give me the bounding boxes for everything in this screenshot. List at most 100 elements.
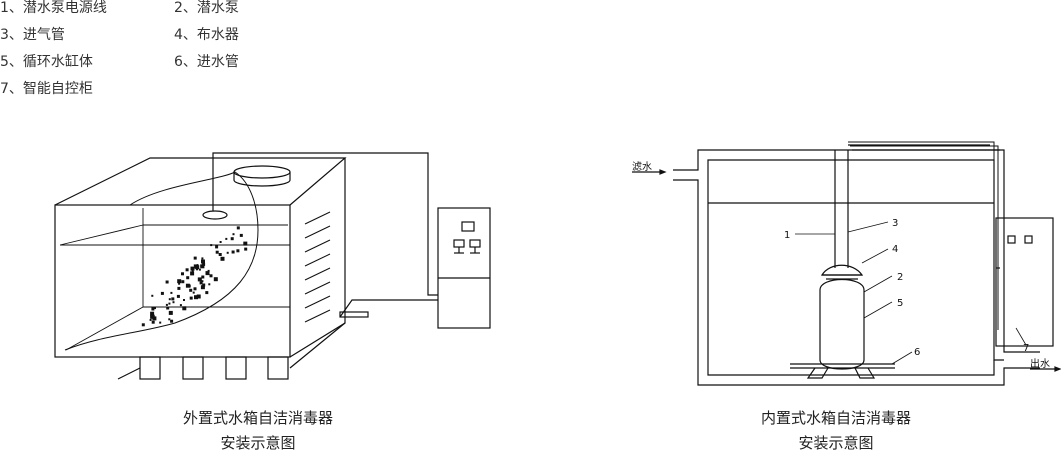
- bubble-particle: [176, 294, 180, 298]
- smart-controller: [995, 217, 1054, 347]
- bubble-particle: [168, 310, 173, 315]
- bubble-particle: [215, 245, 219, 249]
- legend-item-5: 5、循环水缸体: [0, 54, 93, 70]
- bubble-particle: [168, 318, 171, 321]
- left-caption-line2: 安装示意图: [220, 434, 296, 452]
- bubble-particle: [172, 301, 175, 304]
- inlet-pipe: [790, 363, 895, 379]
- callout-7: 7: [1023, 343, 1029, 354]
- callout-1: 1: [784, 230, 790, 241]
- bubble-particle: [201, 259, 205, 264]
- vent-slats: [304, 211, 331, 323]
- bubble-particle: [181, 280, 185, 284]
- external-tank-drawing: [54, 152, 491, 380]
- bubble-particle: [244, 247, 248, 251]
- bubble-particle: [141, 323, 145, 327]
- internal-tank-drawing: [632, 141, 1061, 386]
- support-blocks: [117, 322, 346, 380]
- bubble-particle: [170, 319, 174, 323]
- bubble-particle: [196, 268, 198, 271]
- tank-front-face: [54, 204, 291, 358]
- bubble-particle: [199, 281, 203, 285]
- bubble-particle: [168, 298, 171, 301]
- bubble-particle: [197, 277, 202, 282]
- bubble-particle: [165, 303, 168, 306]
- bubble-particle: [150, 314, 155, 319]
- control-cabinet: [437, 207, 491, 329]
- bubble-particle: [151, 320, 155, 324]
- bubble-particle: [220, 256, 225, 261]
- callout-4: 4: [892, 244, 898, 255]
- bubble-particle: [149, 318, 152, 321]
- bubble-particle: [191, 270, 194, 273]
- outlet-pipe: [339, 299, 438, 318]
- left-caption-line1: 外置式水箱自洁消毒器: [182, 409, 333, 427]
- bubble-particle: [209, 274, 213, 278]
- legend-item-2: 2、潜水泵: [174, 0, 239, 16]
- bubble-particle: [201, 280, 204, 283]
- legend-item-4: 4、布水器: [174, 27, 239, 43]
- bubble-particle: [190, 271, 195, 276]
- bubble-particle: [208, 283, 211, 286]
- bubble-particle: [183, 299, 185, 301]
- bubble-particle: [150, 311, 155, 316]
- legend-item-3: 3、进气管: [0, 27, 65, 43]
- bubble-particle: [239, 233, 243, 237]
- bubble-particle: [151, 294, 154, 297]
- bubble-particle: [178, 282, 181, 285]
- pipe-opening: [202, 210, 228, 220]
- bubble-particle: [168, 302, 171, 305]
- tank-top-face: [54, 157, 347, 206]
- bubble-particle: [225, 237, 228, 240]
- bubble-particle: [189, 296, 193, 300]
- bubble-particle: [185, 283, 190, 288]
- bubble-particle: [192, 291, 195, 294]
- inlet-label: 滤水: [632, 160, 652, 173]
- callout-3: 3: [892, 218, 898, 229]
- bubble-particle: [200, 285, 205, 290]
- bubble-particle: [177, 286, 181, 290]
- bubble-particle: [215, 250, 219, 254]
- bubble-particle: [160, 291, 164, 295]
- bubble-particle: [202, 283, 206, 287]
- outlet-label: 出水: [1030, 357, 1050, 370]
- cutaway-outline: [64, 171, 259, 351]
- bubble-particle: [186, 276, 190, 280]
- bubble-particle: [193, 264, 196, 267]
- callout-leaders: [795, 221, 1027, 365]
- bubble-particle: [171, 297, 175, 301]
- callout-2: 2: [897, 272, 903, 283]
- bubble-particle: [226, 251, 229, 254]
- bubble-particle: [193, 256, 197, 260]
- air-intake-pipe: [834, 144, 1000, 268]
- bubble-particle: [182, 306, 187, 311]
- bubble-particle: [194, 295, 198, 300]
- bubble-particle: [213, 277, 218, 282]
- pump-body: [819, 279, 865, 370]
- right-caption-line1: 内置式水箱自洁消毒器: [760, 409, 911, 427]
- bubble-particle: [200, 264, 204, 268]
- bubble-particle: [165, 280, 169, 284]
- bubble-particle: [170, 291, 173, 294]
- bubble-particle: [205, 271, 210, 276]
- bubble-particle: [202, 262, 206, 266]
- bubble-particle: [243, 241, 248, 246]
- callout-6: 6: [914, 347, 920, 358]
- tank-outer-wall: [673, 149, 1040, 353]
- legend-item-6: 6、进水管: [174, 54, 239, 70]
- manhole-cover: [233, 165, 291, 187]
- bubble-particle: [181, 272, 184, 276]
- bubble-particle: [219, 241, 222, 243]
- power-cable: [212, 152, 438, 296]
- bubble-particle: [154, 307, 156, 310]
- bubble-particle: [201, 275, 205, 279]
- bubble-particles: [141, 226, 248, 327]
- bubble-particle: [166, 306, 170, 310]
- bubble-particle: [198, 268, 201, 271]
- water-distributor: [820, 264, 864, 280]
- bubble-particle: [193, 287, 197, 291]
- bubble-particle: [159, 321, 162, 324]
- legend-item-7: 7、智能自控柜: [0, 81, 93, 97]
- bubble-particle: [231, 250, 235, 254]
